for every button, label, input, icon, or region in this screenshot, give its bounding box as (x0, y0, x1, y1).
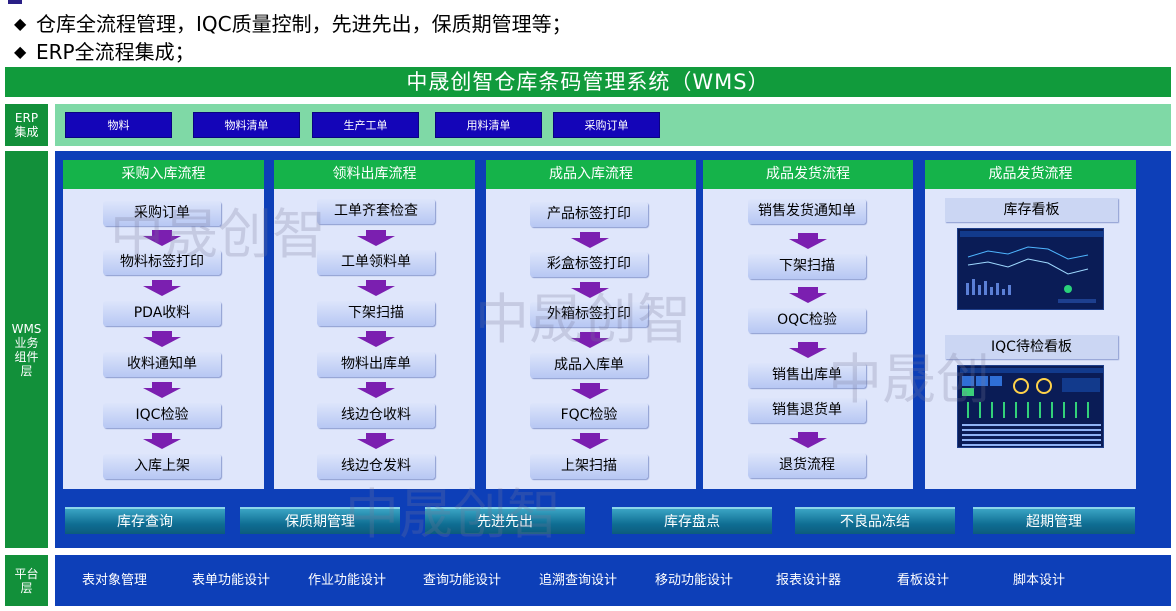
down-arrow-icon (357, 382, 395, 398)
flow-step[interactable]: 线边仓发料 (317, 454, 435, 479)
flow-step[interactable]: 销售退货单 (748, 398, 866, 423)
column-title: 采购入库流程 (63, 160, 264, 189)
flow-step[interactable]: 下架扫描 (317, 301, 435, 326)
flow-step[interactable]: 采购订单 (103, 201, 221, 226)
flow-step[interactable]: 外箱标签打印 (530, 302, 648, 327)
flow-step[interactable]: PDA收料 (103, 301, 221, 326)
diamond-icon: ◆ (14, 10, 36, 38)
down-arrow-icon (789, 287, 827, 303)
corner-mark (8, 0, 22, 4)
flow-step[interactable]: 收料通知单 (103, 352, 221, 377)
flow-step[interactable]: 上架扫描 (530, 454, 648, 479)
platform-item[interactable]: 表单功能设计 (192, 555, 270, 606)
down-arrow-icon (571, 383, 609, 399)
down-arrow-icon (571, 433, 609, 449)
erp-item-work-order[interactable]: 生产工单 (312, 112, 419, 138)
flow-step[interactable]: 线边仓收料 (317, 403, 435, 428)
down-arrow-icon (789, 233, 827, 249)
erp-item-bom[interactable]: 物料清单 (193, 112, 300, 138)
dashboard-preview-graphic (958, 229, 1104, 310)
platform-item[interactable]: 作业功能设计 (308, 555, 386, 606)
flow-column-material-outbound: 领料出库流程 工单齐套检查 工单领料单 下架扫描 物料出库单 线边仓收料 线边仓… (274, 160, 475, 489)
flow-step[interactable]: 退货流程 (748, 453, 866, 478)
fifo-button[interactable]: 先进先出 (425, 507, 585, 534)
down-arrow-icon (789, 342, 827, 358)
erp-item-purchase-order[interactable]: 采购订单 (553, 112, 660, 138)
platform-item[interactable]: 查询功能设计 (423, 555, 501, 606)
flow-step[interactable]: 产品标签打印 (530, 202, 648, 227)
flow-step[interactable]: 物料标签打印 (103, 250, 221, 275)
iqc-dashboard-button[interactable]: IQC待检看板 (945, 335, 1118, 359)
flow-step[interactable]: 入库上架 (103, 454, 221, 479)
bullet-list: ◆仓库全流程管理，IQC质量控制，先进先出，保质期管理等； ◆ERP全流程集成； (14, 10, 572, 66)
down-arrow-icon (143, 230, 181, 246)
down-arrow-icon (357, 331, 395, 347)
down-arrow-icon (143, 280, 181, 296)
column-title: 成品发货流程 (925, 160, 1136, 189)
down-arrow-icon (571, 282, 609, 298)
platform-item[interactable]: 脚本设计 (1013, 555, 1065, 606)
stock-count-button[interactable]: 库存盘点 (612, 507, 772, 534)
platform-item[interactable]: 看板设计 (897, 555, 949, 606)
flow-step[interactable]: FQC检验 (530, 403, 648, 428)
flow-step[interactable]: 工单领料单 (317, 250, 435, 275)
flow-step[interactable]: 销售发货通知单 (748, 199, 866, 224)
defect-freeze-button[interactable]: 不良品冻结 (795, 507, 955, 534)
down-arrow-icon (357, 280, 395, 296)
dashboard-column: 成品发货流程 库存看板 IQC待检看板 (925, 160, 1136, 489)
stock-query-button[interactable]: 库存查询 (65, 507, 225, 534)
down-arrow-icon (143, 433, 181, 449)
shelf-life-button[interactable]: 保质期管理 (240, 507, 400, 534)
flow-step[interactable]: 下架扫描 (748, 254, 866, 279)
flow-step[interactable]: OQC检验 (748, 308, 866, 333)
column-title: 成品发货流程 (703, 160, 913, 189)
platform-item[interactable]: 追溯查询设计 (539, 555, 617, 606)
flow-step[interactable]: 彩盒标签打印 (530, 252, 648, 277)
flow-step[interactable]: 成品入库单 (530, 353, 648, 378)
down-arrow-icon (143, 382, 181, 398)
platform-item[interactable]: 报表设计器 (776, 555, 841, 606)
column-title: 领料出库流程 (274, 160, 475, 189)
stock-dashboard-thumbnail[interactable] (957, 228, 1104, 310)
flow-column-product-inbound: 成品入库流程 产品标签打印 彩盒标签打印 外箱标签打印 成品入库单 FQC检验 … (486, 160, 696, 489)
system-title: 中晟创智仓库条码管理系统（WMS） (5, 67, 1171, 97)
flow-step[interactable]: 销售出库单 (748, 363, 866, 388)
down-arrow-icon (143, 331, 181, 347)
overdue-button[interactable]: 超期管理 (973, 507, 1135, 534)
diamond-icon: ◆ (14, 38, 36, 66)
stock-dashboard-button[interactable]: 库存看板 (945, 198, 1118, 222)
erp-item-material-list[interactable]: 用料清单 (435, 112, 542, 138)
erp-item-material[interactable]: 物料 (65, 112, 172, 138)
flow-column-product-delivery: 成品发货流程 销售发货通知单 下架扫描 OQC检验 销售出库单 销售退货单 退货… (703, 160, 913, 489)
erp-integration-area: 物料 物料清单 生产工单 用料清单 采购订单 (55, 104, 1171, 146)
column-title: 成品入库流程 (486, 160, 696, 189)
platform-item[interactable]: 表对象管理 (82, 555, 147, 606)
wms-component-area: 采购入库流程 采购订单 物料标签打印 PDA收料 收料通知单 IQC检验 入库上… (55, 151, 1171, 548)
flow-step[interactable]: 物料出库单 (317, 352, 435, 377)
down-arrow-icon (357, 433, 395, 449)
flow-step[interactable]: IQC检验 (103, 403, 221, 428)
down-arrow-icon (571, 232, 609, 248)
flow-column-purchase-inbound: 采购入库流程 采购订单 物料标签打印 PDA收料 收料通知单 IQC检验 入库上… (63, 160, 264, 489)
down-arrow-icon (357, 230, 395, 246)
dashboard-preview-graphic (958, 366, 1104, 448)
flow-step[interactable]: 工单齐套检查 (317, 199, 435, 224)
down-arrow-icon (789, 432, 827, 448)
iqc-dashboard-thumbnail[interactable] (957, 365, 1104, 448)
platform-item[interactable]: 移动功能设计 (655, 555, 733, 606)
side-label-platform: 平台层 (5, 555, 48, 606)
bullet-item: ◆仓库全流程管理，IQC质量控制，先进先出，保质期管理等； (14, 10, 572, 38)
bullet-item: ◆ERP全流程集成； (14, 38, 572, 66)
platform-area: 表对象管理 表单功能设计 作业功能设计 查询功能设计 追溯查询设计 移动功能设计… (55, 555, 1171, 606)
down-arrow-icon (571, 332, 609, 348)
